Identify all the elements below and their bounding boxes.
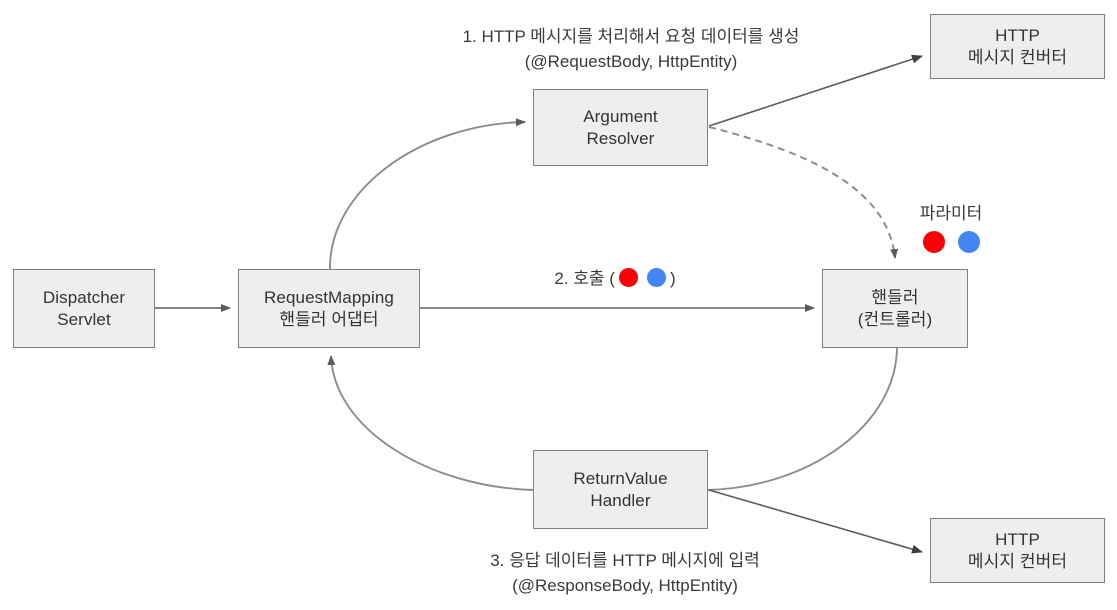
annotation-parameter: 파라미터 (896, 203, 1006, 253)
node-http-message-converter-top-line-1: HTTP (995, 25, 1040, 45)
node-dispatcher-servlet-line-2: Servlet (57, 309, 111, 329)
node-dispatcher-servlet-line-1: Dispatcher (42, 287, 126, 307)
node-http-message-converter-bottom[interactable]: HTTP 메시지 컨버터 (930, 518, 1105, 583)
node-handler-controller[interactable]: 핸들러 (컨트롤러) (822, 269, 968, 348)
node-http-message-converter-bottom-line-1: HTTP (995, 529, 1040, 549)
node-argument-resolver[interactable]: Argument Resolver (533, 89, 708, 166)
annotation-parameter-label: 파라미터 (919, 204, 983, 223)
label-step-1-sub: (@RequestBody, HttpEntity) (524, 52, 738, 71)
edge-return-value-handler-to-converter-bottom (708, 489, 923, 554)
node-http-message-converter-top-line-2: 메시지 컨버터 (967, 47, 1068, 67)
node-request-mapping-handler-adapter[interactable]: RequestMapping 핸들러 어댑터 (238, 269, 420, 348)
label-step-1-main: 1. HTTP 메시지를 처리해서 요청 데이터를 생성 (462, 27, 800, 46)
blue-parameter-dot-icon (957, 231, 980, 253)
edge-argument-resolver-to-handler-dashed (708, 126, 899, 259)
node-request-mapping-handler-adapter-line-2: 핸들러 어댑터 (279, 309, 379, 329)
label-step-3-main: 3. 응답 데이터를 HTTP 메시지에 입력 (490, 551, 760, 570)
label-step-2: 2. 호출 () (465, 266, 765, 291)
node-return-value-handler-line-1: ReturnValue (573, 468, 668, 488)
red-parameter-dot-icon (922, 231, 945, 253)
node-http-message-converter-top[interactable]: HTTP 메시지 컨버터 (930, 14, 1105, 79)
label-step-2-suffix: ) (669, 269, 676, 288)
node-request-mapping-handler-adapter-line-1: RequestMapping (264, 287, 394, 307)
node-return-value-handler[interactable]: ReturnValue Handler (533, 450, 708, 529)
node-dispatcher-servlet[interactable]: Dispatcher Servlet (13, 269, 155, 348)
edge-return-value-handler-to-adapter (327, 355, 534, 491)
label-step-3: 3. 응답 데이터를 HTTP 메시지에 입력 (@ResponseBody, … (400, 548, 850, 598)
node-argument-resolver-line-2: Resolver (586, 128, 655, 148)
node-return-value-handler-line-2: Handler (590, 490, 651, 510)
blue-parameter-dot-icon (646, 268, 666, 287)
node-handler-controller-line-1: 핸들러 (871, 287, 919, 307)
node-handler-controller-line-2: (컨트롤러) (857, 309, 933, 329)
annotation-parameter-dots (922, 231, 980, 253)
label-step-2-prefix: 2. 호출 ( (554, 269, 615, 288)
red-parameter-dot-icon (618, 268, 638, 287)
node-http-message-converter-bottom-line-2: 메시지 컨버터 (967, 551, 1068, 571)
label-step-3-sub: (@ResponseBody, HttpEntity) (512, 576, 738, 595)
label-step-1: 1. HTTP 메시지를 처리해서 요청 데이터를 생성 (@RequestBo… (381, 24, 881, 74)
node-argument-resolver-line-1: Argument (583, 106, 658, 126)
edge-handler-to-return-value-handler (707, 347, 898, 491)
label-step-2-param-dots (618, 268, 666, 287)
edge-adapter-to-argument-resolver (329, 118, 526, 270)
